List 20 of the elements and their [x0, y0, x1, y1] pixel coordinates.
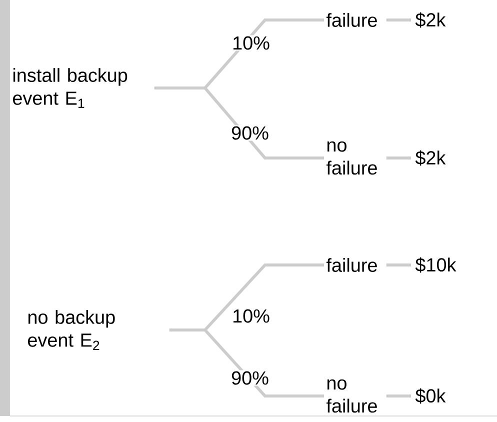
outcome-text: no failure: [326, 141, 377, 175]
outcome-text: no failure: [326, 379, 377, 413]
cost-text: $10k: [415, 257, 456, 273]
branch-line: [386, 18, 411, 22]
option-text: install backup event E$_{1}$: [13, 68, 128, 108]
probability-label: 10%: [231, 35, 271, 51]
outcome-text: failure: [326, 13, 377, 27]
cost-text: $0k: [415, 388, 446, 404]
option-text: no backup event E$_{2}$: [28, 310, 115, 350]
branch-line: [386, 264, 411, 266]
branch-line: [386, 394, 411, 398]
cost-text: $2k: [415, 150, 446, 166]
cost-text: $2k: [415, 12, 446, 28]
outcome-text: failure: [326, 258, 377, 272]
branch-line: [154, 86, 324, 160]
branch-line: [169, 328, 324, 398]
probability-label: 90%: [230, 370, 270, 386]
probability-label: 10%: [231, 308, 271, 324]
branch-line: [386, 156, 411, 160]
probability-label: 90%: [230, 125, 270, 141]
